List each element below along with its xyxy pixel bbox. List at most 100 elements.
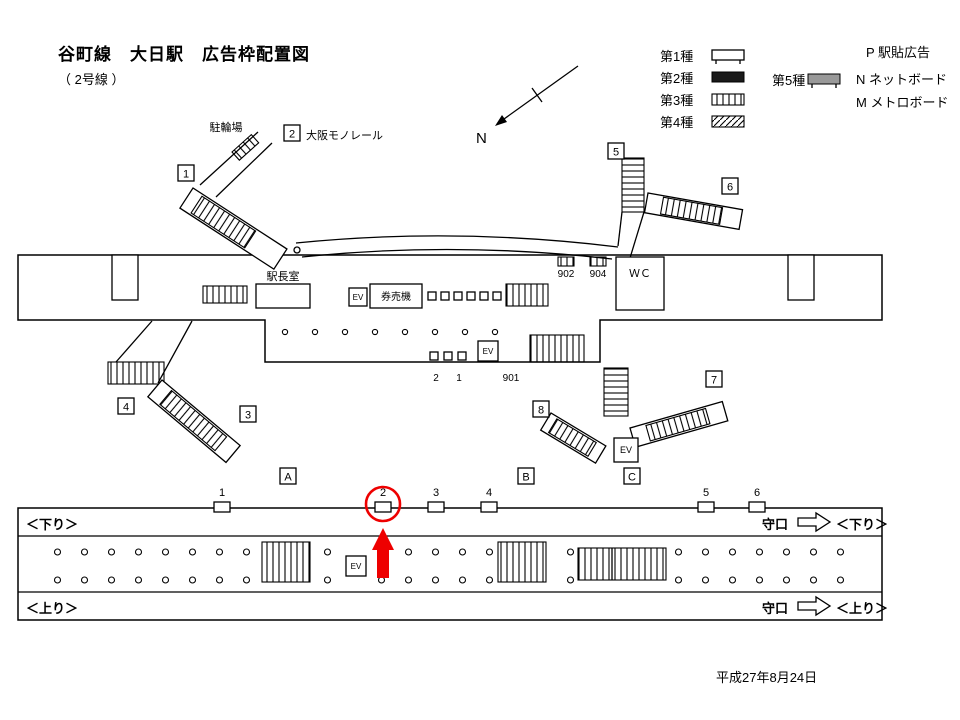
elevator-box-concourse (348, 287, 368, 307)
stairs-southeast (603, 367, 629, 417)
ticket-machine-label: 券売機 (381, 290, 411, 303)
platform-frame-2 (374, 501, 392, 513)
elevator-label-south: EV (483, 347, 494, 356)
ticket-gates-south (429, 351, 467, 361)
platform-frame-3 (427, 501, 445, 513)
stairs-exit5 (621, 157, 645, 213)
elevator-label-concourse: EV (353, 293, 364, 302)
elevator-label-platform: EV (351, 562, 362, 571)
moriguchi-label-up: 守口 (762, 601, 788, 616)
svg-text:3: 3 (245, 410, 251, 422)
elevator-label-southeast: EV (620, 445, 632, 455)
svg-text:2: 2 (289, 129, 295, 141)
lower-left-corridor (107, 320, 242, 464)
type4-frame-icon (711, 115, 745, 128)
station-master-room (255, 283, 311, 309)
legend-type5-label: 第5種 (772, 73, 805, 88)
upper-passage (295, 235, 619, 260)
platform-columns (44, 546, 858, 585)
platform-frame-6-label: 6 (754, 487, 760, 499)
svg-text:1: 1 (183, 169, 189, 181)
stairs-exit8 (547, 418, 598, 457)
legend-type4-label: 第4種 (660, 115, 693, 130)
exit-marker-4: 4 (117, 397, 135, 415)
ticket-gates-main (427, 291, 502, 301)
elevator-box-southeast (613, 437, 639, 463)
direction-arrow-down-icon (797, 511, 832, 533)
down-track-label-right: ＜下り＞ (836, 517, 888, 532)
platform-frame-3-label: 3 (433, 487, 439, 499)
area-marker-a: A (279, 467, 297, 485)
direction-arrow-up-icon (797, 595, 832, 617)
moriguchi-label-down: 守口 (762, 517, 788, 532)
svg-text:B: B (522, 472, 529, 484)
gate-2-label: 2 (433, 373, 439, 384)
left-structure-notch (111, 254, 139, 301)
platform-frame-6 (748, 501, 766, 513)
legend-type2-label: 第2種 (660, 71, 693, 86)
svg-text:8: 8 (538, 405, 544, 417)
ad-frame-904 (589, 256, 607, 267)
type3-frame-icon (711, 93, 745, 106)
highlight-circle (364, 485, 402, 523)
platform-frame-5-label: 5 (703, 487, 709, 499)
platform-frame-5 (697, 501, 715, 513)
ad-frame-901-label: 901 (503, 373, 520, 384)
stairs-exit4 (107, 361, 165, 385)
concourse-outline (17, 254, 883, 363)
bicycle-parking-label: 駐輪場 (210, 120, 243, 134)
svg-text:C: C (628, 472, 636, 484)
platform-stairs-west (261, 541, 311, 583)
svg-text:7: 7 (711, 375, 717, 387)
platform-frame-1-label: 1 (219, 487, 225, 499)
corridor-junction-column (293, 246, 301, 254)
stairs-south-wide (529, 334, 585, 363)
ad-frame-902-label: 902 (558, 269, 575, 280)
legend: 第1種 第2種 第3種 第4種 第5種 P 駅貼広告 N ネットボード M メト… (660, 45, 948, 130)
up-track-label-left: ＜上り＞ (26, 601, 78, 616)
compass-north-label: N (476, 130, 487, 147)
lower-right-corridor: EV (539, 367, 729, 464)
platform-stairs-center (497, 541, 547, 583)
stairs-exit6 (659, 196, 724, 226)
platform-frame-4 (480, 501, 498, 513)
elevator-box-platform (345, 555, 367, 577)
ticket-machine-box (369, 283, 423, 309)
highlight-arrow-icon (372, 528, 394, 578)
elevator-box-south (477, 340, 499, 362)
platform-stairs-east (577, 547, 667, 581)
lower-gate-area: 2 1 EV 901 (429, 334, 585, 384)
legend-net-board-label: N ネットボード (856, 72, 947, 87)
legend-type1-label: 第1種 (660, 49, 693, 64)
platform-frame-4-label: 4 (486, 487, 492, 499)
bicycle-rack-icon (231, 133, 260, 161)
stairs-central (505, 283, 549, 307)
type1-frame-icon (711, 49, 745, 64)
toilet-label: ＷＣ (629, 268, 651, 280)
concourse-columns (270, 326, 510, 337)
svg-text:A: A (284, 472, 292, 484)
area-marker-b: B (517, 467, 535, 485)
right-structure-notch (787, 254, 815, 301)
legend-station-poster-label: P 駅貼広告 (866, 45, 930, 60)
platform-frame-1 (213, 501, 231, 513)
upper-left-corridor (179, 131, 301, 271)
ad-frame-904-label: 904 (590, 269, 607, 280)
svg-text:4: 4 (123, 402, 129, 414)
platform-frame-2-label: 2 (380, 487, 386, 499)
platform-outline (17, 507, 883, 621)
exit-marker-5: 5 (607, 142, 625, 160)
toilet-room (615, 256, 665, 311)
gate-1-label: 1 (456, 373, 462, 384)
platform-ad-frames: 1 2 3 4 5 6 (213, 487, 766, 513)
stairs-exit7 (645, 407, 711, 442)
down-track-label-left: ＜下り＞ (26, 517, 78, 532)
type2-frame-icon (711, 71, 745, 83)
exit-marker-2: 2 (283, 124, 301, 142)
compass-icon: N (476, 65, 579, 147)
svg-text:5: 5 (613, 147, 619, 159)
exit-marker-6: 6 (721, 177, 739, 195)
legend-metro-board-label: M メトロボード (856, 95, 948, 110)
page-subtitle: （ 2号線 ） (58, 72, 124, 87)
